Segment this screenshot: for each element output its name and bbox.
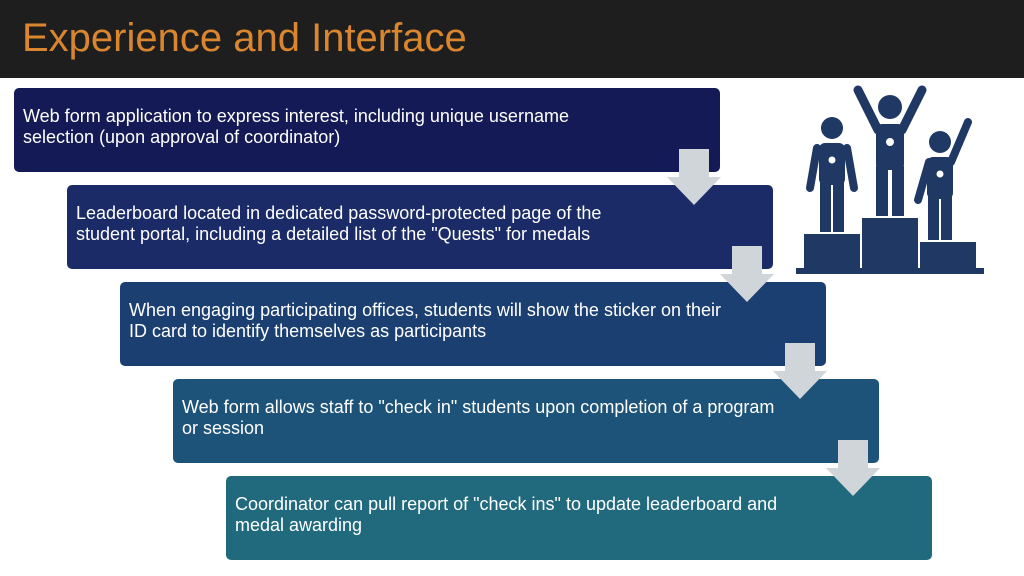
process-step-2: Leaderboard located in dedicated passwor… [67,185,773,269]
process-step-1: Web form application to express interest… [14,88,720,172]
page-title: Experience and Interface [22,16,467,60]
down-arrow-icon [826,440,880,496]
down-arrow-icon [773,343,827,399]
process-step-4: Web form allows staff to "check in" stud… [173,379,879,463]
title-bar: Experience and Interface [0,0,1024,78]
step-1-text: Web form application to express interest… [23,106,569,147]
down-arrow-icon [720,246,774,302]
step-2-text: Leaderboard located in dedicated passwor… [76,203,602,244]
process-step-5: Coordinator can pull report of "check in… [226,476,932,560]
step-4-text: Web form allows staff to "check in" stud… [182,397,775,438]
down-arrow-icon [667,149,721,205]
step-5-text: Coordinator can pull report of "check in… [235,494,778,535]
process-step-3: When engaging participating offices, stu… [120,282,826,366]
step-3-text: When engaging participating offices, stu… [129,300,721,341]
podium-winners-icon [796,85,984,274]
